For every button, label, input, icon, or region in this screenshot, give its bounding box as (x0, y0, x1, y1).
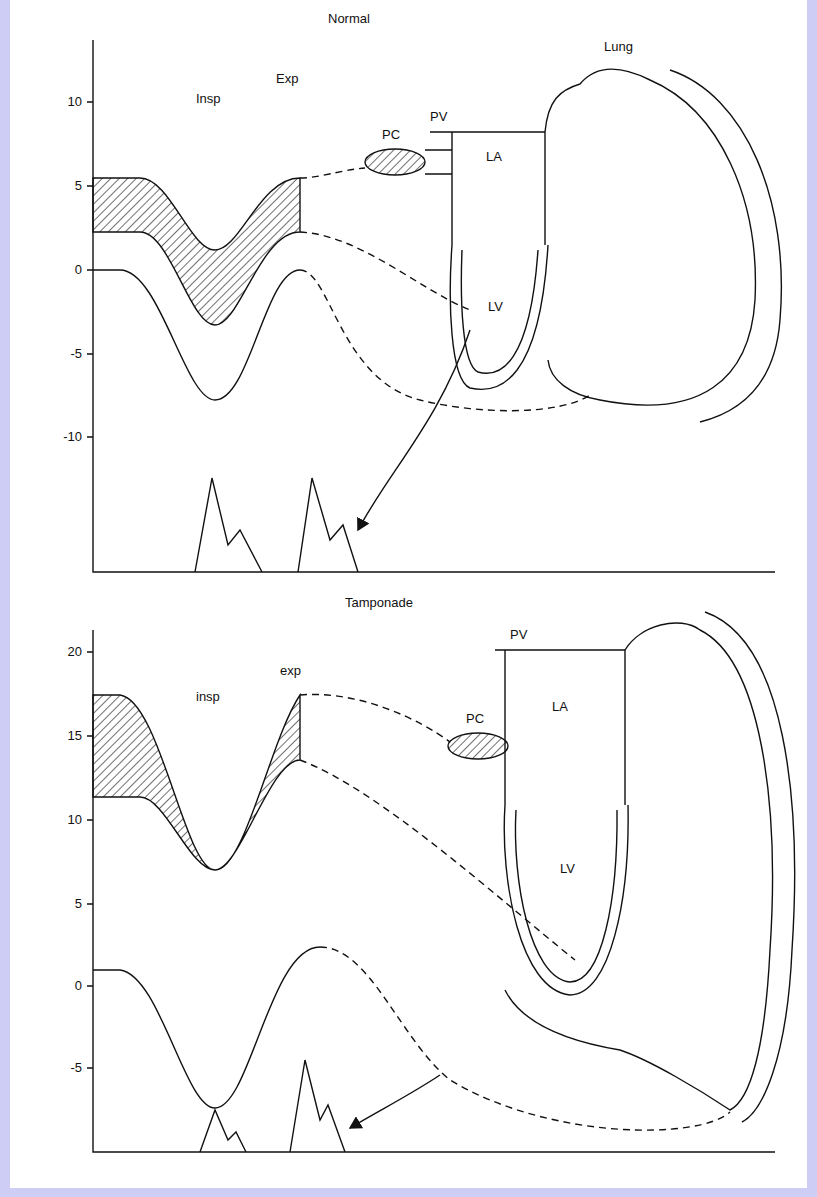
part-name: PV (510, 628, 527, 642)
axis-tick: 10 (40, 95, 82, 109)
axis-tick: 20 (40, 645, 82, 659)
axis-tick: 15 (40, 729, 82, 743)
phase-label: exp (280, 664, 301, 678)
axis-tick: -5 (40, 347, 82, 361)
axis-tick: 0 (40, 979, 82, 993)
axis-tick: 5 (40, 897, 82, 911)
part-name: LV (488, 300, 503, 314)
phase-label: Exp (276, 72, 298, 86)
part-name: PC (382, 128, 400, 142)
part-name: PV (430, 110, 447, 124)
part-name: LV (560, 862, 575, 876)
phase-label: insp (196, 690, 220, 704)
phase-label: Insp (196, 92, 221, 106)
axis-tick: 5 (40, 179, 82, 193)
axis-tick: 10 (40, 813, 82, 827)
panel-heading: Tamponade (345, 596, 413, 610)
axis-tick: 0 (40, 263, 82, 277)
panel-heading: Normal (328, 12, 370, 26)
axis-tick: -10 (40, 430, 82, 444)
part-name: Lung (604, 40, 633, 54)
part-name: PC (466, 712, 484, 726)
part-name: LA (552, 700, 568, 714)
axis-tick: -5 (40, 1061, 82, 1075)
part-name: LA (486, 150, 502, 164)
